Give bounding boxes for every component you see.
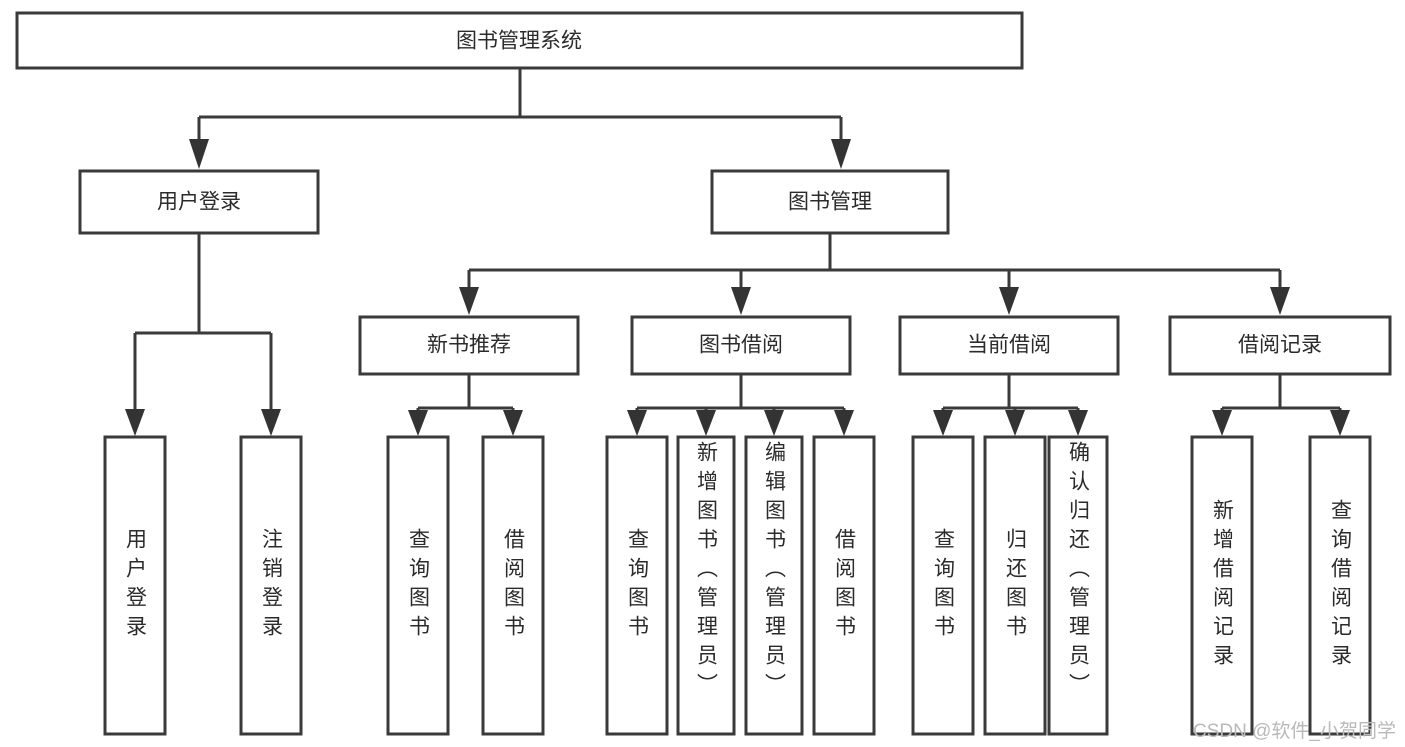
arrowhead-leaf-add-book-admin <box>696 410 716 436</box>
node-leaf-add-borrow-record-label-wrap: 新增借阅记录 <box>1192 437 1252 734</box>
arrowhead-current-borrow <box>999 287 1019 315</box>
node-root-box[interactable] <box>15 11 1024 70</box>
arrowhead-leaf-edit-book-admin <box>764 410 784 436</box>
node-leaf-logout-login-label-wrap: 注销登录 <box>241 437 301 734</box>
node-root[interactable]: 图书管理系统 <box>15 11 1024 70</box>
node-leaf-query-book-recommend-label-wrap: 查询图书 <box>388 437 448 734</box>
node-user-login-box[interactable] <box>78 169 320 235</box>
node-leaf-query-book-borrow-box[interactable] <box>605 435 669 736</box>
node-book-management-box[interactable] <box>710 169 950 235</box>
arrowhead-leaf-query-borrow-record <box>1330 410 1350 436</box>
node-leaf-edit-book-admin-label-wrap: 编辑图书（管理员） <box>746 437 802 734</box>
arrowhead-leaf-logout-login <box>261 409 281 436</box>
node-user-login[interactable]: 用户登录 <box>78 169 320 235</box>
node-leaf-query-book-current-label-wrap: 查询图书 <box>913 437 973 734</box>
node-leaf-add-book-admin-label-wrap: 新增图书（管理员） <box>678 437 734 734</box>
node-leaf-borrow-book-label: 借阅图书 <box>832 527 856 644</box>
node-leaf-edit-book-admin-label: 编辑图书（管理员） <box>762 441 786 702</box>
arrowhead-borrow-record <box>1270 287 1290 315</box>
node-leaf-query-book-recommend-label: 查询图书 <box>406 527 430 644</box>
leaf-layer <box>103 435 1372 736</box>
node-leaf-return-book-label: 归还图书 <box>1003 527 1027 644</box>
node-leaf-user-login-box[interactable] <box>103 435 167 736</box>
arrowhead-leaf-query-book-current <box>933 410 953 436</box>
node-leaf-add-book-admin-box[interactable] <box>676 435 736 736</box>
arrowhead-leaf-add-borrow-record <box>1212 410 1232 436</box>
arrowhead-leaf-borrow-book-recommend <box>503 410 523 436</box>
node-leaf-logout-login-label: 注销登录 <box>259 527 283 644</box>
arrowhead-book-management <box>831 139 851 169</box>
arrowhead-leaf-query-book-borrow <box>627 410 647 436</box>
arrowhead-book-borrow <box>731 287 751 315</box>
node-leaf-borrow-book-recommend-label: 借阅图书 <box>501 527 525 644</box>
node-book-borrow[interactable]: 图书借阅 <box>630 315 852 376</box>
node-new-book-recommend-label: 新书推荐 <box>427 334 511 357</box>
node-leaf-borrow-book-recommend-label-wrap: 借阅图书 <box>483 437 543 734</box>
csdn-watermark: CSDN @软件_小贺同学 <box>1193 720 1396 742</box>
node-leaf-confirm-return-admin-box[interactable] <box>1047 435 1109 736</box>
node-leaf-query-book-current-box[interactable] <box>911 435 975 736</box>
node-current-borrow-label: 当前借阅 <box>967 334 1051 357</box>
node-leaf-query-borrow-record-label: 查询借阅记录 <box>1328 498 1352 673</box>
node-leaf-logout-login-box[interactable] <box>239 435 303 736</box>
arrowhead-leaf-confirm-return-admin <box>1068 410 1088 436</box>
node-book-management-label: 图书管理 <box>788 191 872 214</box>
arrowhead-leaf-return-book <box>1005 410 1025 436</box>
arrowhead-leaf-user-login <box>125 409 145 436</box>
node-leaf-add-borrow-record-box[interactable] <box>1190 435 1254 736</box>
node-leaf-query-book-borrow-label-wrap: 查询图书 <box>607 437 667 734</box>
node-leaf-return-book-box[interactable] <box>983 435 1047 736</box>
node-new-book-recommend[interactable]: 新书推荐 <box>358 315 580 376</box>
node-leaf-query-book-current-label: 查询图书 <box>931 527 955 644</box>
arrowhead-new-book-recommend <box>459 287 479 315</box>
node-root-label: 图书管理系统 <box>456 30 582 53</box>
node-leaf-query-borrow-record-label-wrap: 查询借阅记录 <box>1310 437 1370 734</box>
node-leaf-return-book-label-wrap: 归还图书 <box>985 437 1045 734</box>
node-book-management[interactable]: 图书管理 <box>710 169 950 235</box>
node-leaf-borrow-book-recommend-box[interactable] <box>481 435 545 736</box>
node-user-login-label: 用户登录 <box>157 191 241 214</box>
node-borrow-record-label: 借阅记录 <box>1238 334 1322 357</box>
node-leaf-query-book-recommend-box[interactable] <box>386 435 450 736</box>
node-leaf-add-borrow-record-label: 新增借阅记录 <box>1210 498 1234 673</box>
node-leaf-confirm-return-admin-label-wrap: 确认归还（管理员） <box>1049 437 1107 734</box>
node-current-borrow[interactable]: 当前借阅 <box>898 315 1120 376</box>
node-new-book-recommend-box[interactable] <box>358 315 580 376</box>
node-leaf-user-login-label: 用户登录 <box>123 527 147 644</box>
node-book-borrow-label: 图书借阅 <box>699 334 783 357</box>
node-book-borrow-box[interactable] <box>630 315 852 376</box>
node-leaf-confirm-return-admin-label: 确认归还（管理员） <box>1066 441 1090 702</box>
node-leaf-query-book-borrow-label: 查询图书 <box>625 527 649 644</box>
node-leaf-edit-book-admin-box[interactable] <box>744 435 804 736</box>
arrowhead-user-login <box>189 139 209 169</box>
node-leaf-user-login-label-wrap: 用户登录 <box>105 437 165 734</box>
node-current-borrow-box[interactable] <box>898 315 1120 376</box>
arrowhead-leaf-borrow-book <box>834 410 854 436</box>
node-leaf-add-book-admin-label: 新增图书（管理员） <box>694 441 718 702</box>
node-leaf-borrow-book-label-wrap: 借阅图书 <box>814 437 874 734</box>
node-leaf-borrow-book-box[interactable] <box>812 435 876 736</box>
connector-layer <box>125 68 1350 436</box>
node-borrow-record-box[interactable] <box>1168 315 1392 376</box>
node-leaf-query-borrow-record-box[interactable] <box>1308 435 1372 736</box>
arrowhead-leaf-query-book-recommend <box>408 410 428 436</box>
node-borrow-record[interactable]: 借阅记录 <box>1168 315 1392 376</box>
